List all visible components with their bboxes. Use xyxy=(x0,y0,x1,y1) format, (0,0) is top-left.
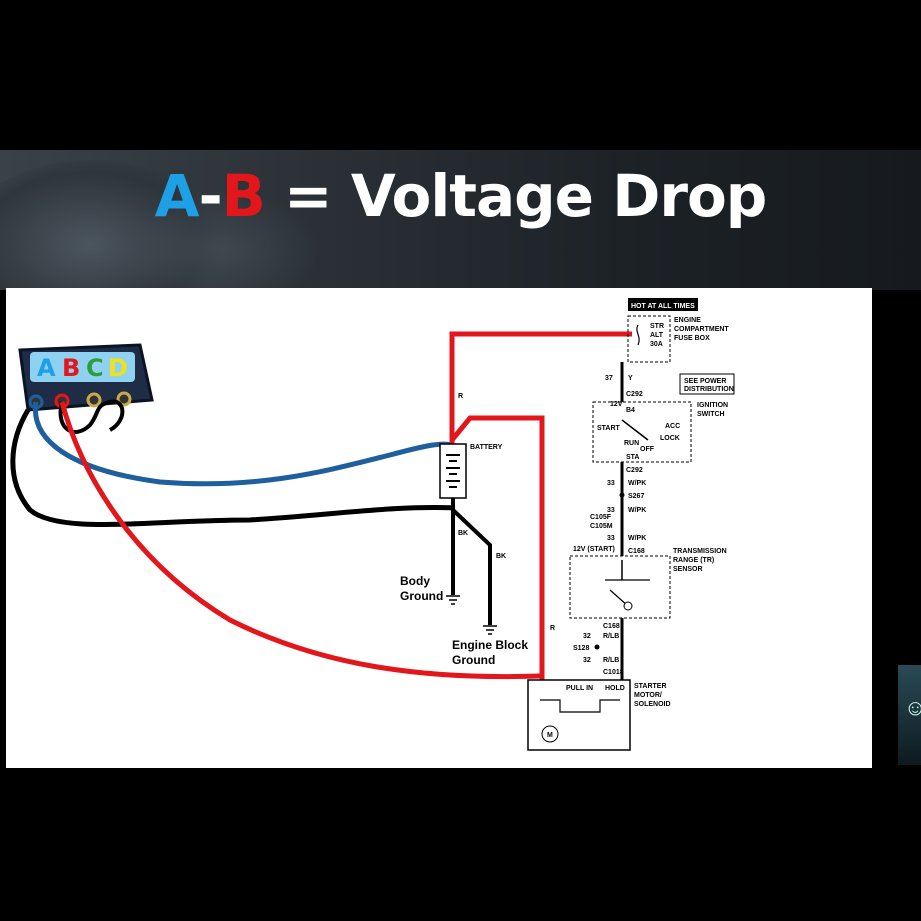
w33c: 33 xyxy=(607,535,615,542)
motor-m: M xyxy=(547,732,553,739)
tr-sensor: TRANSMISSION RANGE (TR) SENSOR xyxy=(569,548,727,619)
rlb2: R/LB xyxy=(603,657,619,664)
scope-meter: A B C D xyxy=(18,343,154,412)
slide-title: A-B = Voltage Drop xyxy=(0,162,921,230)
hold-label: HOLD xyxy=(605,685,625,692)
fuse-box: HOT AT ALL TIMES STR ALT 30A ENGINE COMP… xyxy=(627,298,729,363)
hot-label: HOT AT ALL TIMES xyxy=(631,303,695,310)
channel-d-label: D xyxy=(108,354,128,382)
trs-label-2: RANGE (TR) xyxy=(673,557,714,564)
channel-a-label: A xyxy=(37,354,56,382)
ign-start: START xyxy=(597,425,621,432)
w33a: 33 xyxy=(607,480,615,487)
ign-off: OFF xyxy=(640,446,655,453)
fuse-box-label-2: COMPARTMENT xyxy=(674,326,729,333)
engine-ground-line2: Ground xyxy=(452,653,495,667)
ignition-switch: 12V B4 START RUN ACC LOCK OFF STA IGNITI… xyxy=(592,401,728,463)
ign-acc: ACC xyxy=(665,423,680,430)
r-label-top: R xyxy=(458,393,463,400)
wpk2: W/PK xyxy=(628,507,646,514)
channel-b-label: B xyxy=(62,354,80,382)
ignition-label-1: IGNITION xyxy=(697,402,728,409)
see-power-2: DISTRIBUTION xyxy=(684,386,734,393)
starter-red-wire xyxy=(450,415,545,680)
ign-12v: 12V xyxy=(610,401,623,408)
pull-in-label: PULL IN xyxy=(566,685,593,692)
s128: S128 xyxy=(573,645,589,652)
ign-b4: B4 xyxy=(626,407,635,414)
ign-sta: STA xyxy=(626,454,639,461)
probe-lead-black xyxy=(10,408,456,527)
ignition-label-2: SWITCH xyxy=(697,411,725,418)
w32b: 32 xyxy=(583,657,591,664)
c292-top: C292 xyxy=(626,391,643,398)
fuse-str: STR xyxy=(650,323,664,330)
channel-c-label: C xyxy=(86,354,104,382)
c1018: C1018 xyxy=(603,669,624,676)
probe-lead-red xyxy=(59,401,541,680)
title-banner xyxy=(0,150,921,290)
w33b: 33 xyxy=(607,507,615,514)
port-d[interactable] xyxy=(116,391,132,407)
wire-y: Y xyxy=(628,375,633,382)
bk-label-1: BK xyxy=(458,530,468,537)
edge-widget[interactable]: ☺ xyxy=(898,665,921,765)
wire-37: 37 xyxy=(605,375,613,382)
wpk1: W/PK xyxy=(628,480,646,487)
w32a: 32 xyxy=(583,633,591,640)
probe-lead-blue xyxy=(32,401,453,487)
c168-bottom: C168 xyxy=(603,623,620,630)
title-b: B xyxy=(221,162,266,230)
c168-top: C168 xyxy=(628,548,645,555)
starter-label-2: MOTOR/ xyxy=(634,692,662,699)
bk-label-2: BK xyxy=(496,553,506,560)
title-rest: = Voltage Drop xyxy=(264,162,767,230)
see-power-1: SEE POWER xyxy=(684,378,726,385)
body-ground-line1: Body xyxy=(400,574,430,588)
engine-ground-line1: Engine Block xyxy=(452,638,528,652)
battery-label: BATTERY xyxy=(470,444,503,451)
fuse-box-label-3: FUSE BOX xyxy=(674,335,710,342)
starter-solenoid: PULL IN HOLD M STARTER MOTOR/ SOLENOID xyxy=(527,679,671,751)
port-c[interactable] xyxy=(86,392,102,408)
rlb1: R/LB xyxy=(603,633,619,640)
ign-lock: LOCK xyxy=(660,435,680,442)
c105f: C105F xyxy=(590,514,612,521)
starter-label-3: SOLENOID xyxy=(634,701,671,708)
trs-label-1: TRANSMISSION xyxy=(673,548,727,555)
starter-label-1: STARTER xyxy=(634,683,667,690)
title-dash: - xyxy=(198,162,223,230)
face-icon: ☺ xyxy=(904,695,921,720)
title-a: A xyxy=(154,162,200,230)
fuse-30a: 30A xyxy=(650,341,663,348)
diagram-panel xyxy=(6,288,872,768)
c292-bottom: C292 xyxy=(626,467,643,474)
battery-red-wire xyxy=(449,331,632,445)
battery: BATTERY R xyxy=(439,393,503,499)
s267: S267 xyxy=(628,493,644,500)
body-ground-line2: Ground xyxy=(400,589,443,603)
trs-label-3: SENSOR xyxy=(673,566,703,573)
wpk3: W/PK xyxy=(628,535,646,542)
ign-run: RUN xyxy=(624,440,639,447)
fuse-box-label-1: ENGINE xyxy=(674,317,701,324)
fuse-alt: ALT xyxy=(650,332,664,339)
v12-start: 12V (START) xyxy=(573,546,615,553)
r-label-right: R xyxy=(550,625,555,632)
c105m: C105M xyxy=(590,523,613,530)
battery-grounds: BK BK Body Ground Engine Block Ground R xyxy=(400,498,555,667)
